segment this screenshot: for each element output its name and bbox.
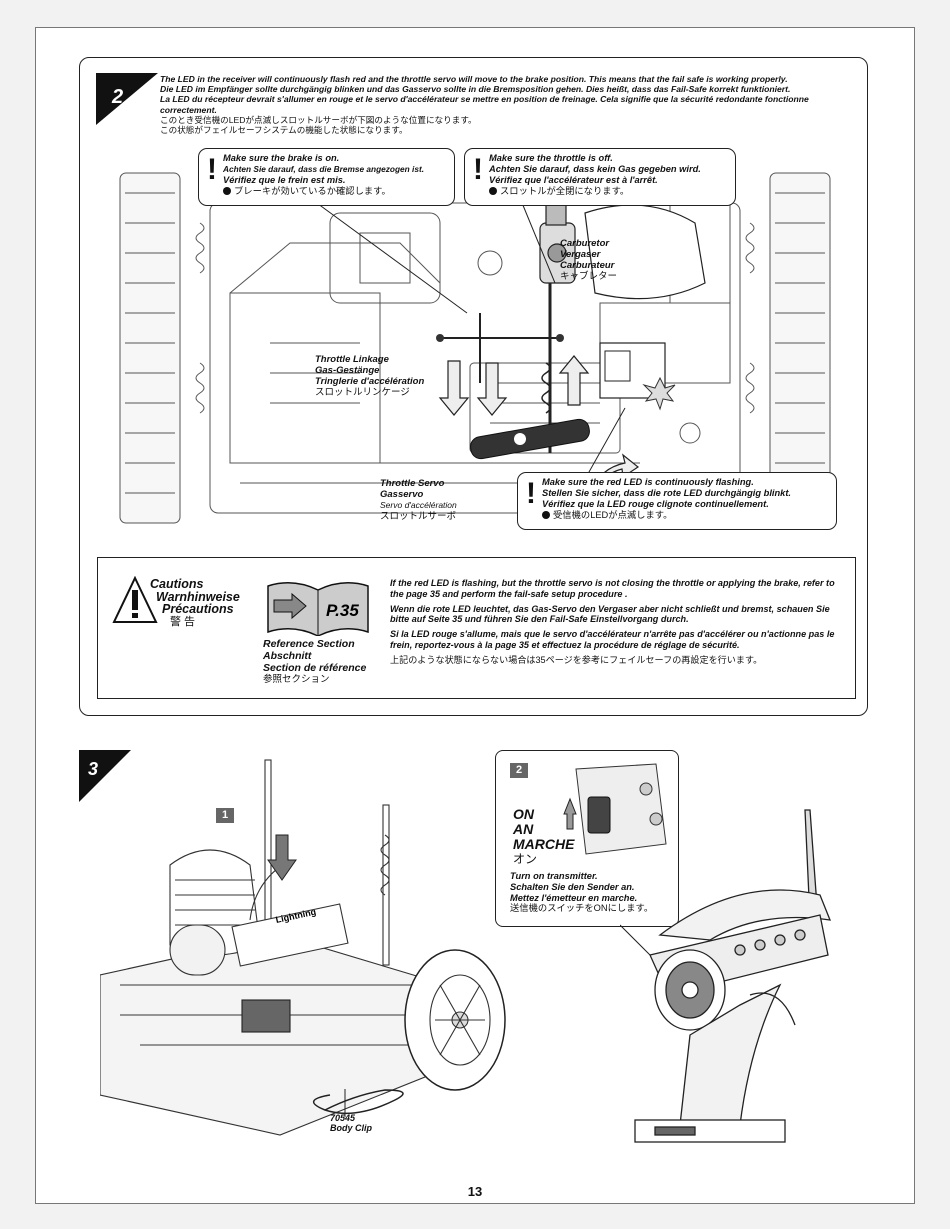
intro-en: The LED in the receiver will continuousl… bbox=[160, 74, 788, 84]
step-2-panel: 2 The LED in the receiver will continuou… bbox=[79, 57, 868, 716]
brake-en: Make sure the brake is on. bbox=[223, 153, 340, 163]
warning-exclamation-icon: ! bbox=[207, 153, 217, 186]
warning-triangle-icon bbox=[112, 576, 158, 623]
substep-1-badge: 1 bbox=[216, 808, 234, 823]
bullet-dot-icon bbox=[489, 187, 497, 195]
clip-name: Body Clip bbox=[330, 1123, 372, 1133]
caution-title: Cautions Warnhinweise Précautions 警 告 bbox=[150, 577, 240, 628]
callout-led: ! Make sure the red LED is continuously … bbox=[517, 472, 837, 530]
throttle-en: Make sure the throttle is off. bbox=[489, 153, 613, 163]
chassis-drawing bbox=[119, 172, 831, 524]
warning-exclamation-icon: ! bbox=[526, 477, 536, 510]
led-en: Make sure the red LED is continuously fl… bbox=[542, 477, 754, 487]
carburetor-label: Carburetor Vergaser Carburateur キャブレター bbox=[560, 238, 618, 282]
substep-2-inset: 2 ON AN MARCHE オン Turn on transmitter. S… bbox=[495, 750, 679, 927]
transmitter-drawing bbox=[620, 809, 832, 1143]
led-jp: 受信機のLEDが点滅します。 bbox=[553, 510, 673, 520]
on-switch-label: ON AN MARCHE オン bbox=[513, 806, 575, 867]
throttle-servo-label: Throttle Servo Gasservo Servo d'accéléra… bbox=[380, 478, 457, 522]
led-de: Stellen Sie sicher, dass die rote LED du… bbox=[542, 488, 792, 498]
car-drawing: Lightning bbox=[100, 759, 506, 1136]
brake-fr: Vérifiez que le frein est mis. bbox=[223, 175, 346, 185]
warning-exclamation-icon: ! bbox=[473, 153, 483, 186]
throttle-linkage-label: Throttle Linkage Gas-Gestänge Tringlerie… bbox=[315, 354, 425, 398]
step-2-number: 2 bbox=[111, 86, 123, 108]
intro-fr: La LED du récepteur devrait s'allumer en… bbox=[160, 94, 809, 115]
callout-brake: ! Make sure the brake is on. Achten Sie … bbox=[198, 148, 455, 206]
ref-page: P.35 bbox=[326, 601, 359, 620]
caution-box: Cautions Warnhinweise Précautions 警 告 P.… bbox=[97, 557, 856, 699]
page-number: 13 bbox=[467, 1184, 483, 1199]
transmitter-switch-closeup bbox=[563, 763, 667, 855]
reference-book-icon: P.35 bbox=[267, 582, 369, 636]
throttle-jp: スロットルが全閉になります。 bbox=[500, 186, 630, 196]
step-3-badge: 3 bbox=[79, 750, 131, 802]
reference-section: Reference Section Abschnitt Section de r… bbox=[263, 638, 367, 685]
callout-throttle: ! Make sure the throttle is off. Achten … bbox=[464, 148, 736, 206]
step-3-number: 3 bbox=[88, 759, 98, 779]
bullet-dot-icon bbox=[542, 511, 550, 519]
body-clip-label: 70545 Body Clip bbox=[330, 1113, 372, 1133]
substep-2-badge: 2 bbox=[510, 763, 528, 778]
brake-jp: ブレーキが効いているか確認します。 bbox=[234, 186, 391, 196]
step-2-badge: 2 bbox=[96, 73, 158, 125]
led-fr: Vérifiez que la LED rouge clignote conti… bbox=[542, 499, 769, 509]
intro-jp2: この状態がフェイルセーフシステムの機能した状態になります。 bbox=[160, 125, 408, 136]
throttle-de: Achten Sie darauf, dass kein Gas gegeben… bbox=[489, 164, 701, 174]
turn-on-text: Turn on transmitter. Schalten Sie den Se… bbox=[510, 871, 654, 914]
step-2-intro: The LED in the receiver will continuousl… bbox=[160, 74, 860, 135]
intro-jp1: このとき受信機のLEDが点滅しスロットルサーボが下図のような位置になります。 bbox=[160, 114, 477, 125]
throttle-fr: Vérifiez que l'accélérateur est à l'arrê… bbox=[489, 175, 658, 185]
brake-de: Achten Sie darauf, dass die Bremse angez… bbox=[223, 164, 425, 174]
bullet-dot-icon bbox=[223, 187, 231, 195]
caution-text: If the red LED is flashing, but the thro… bbox=[390, 578, 835, 665]
clip-part-number: 70545 bbox=[330, 1113, 356, 1123]
intro-de: Die LED im Empfänger sollte durchgängig … bbox=[160, 84, 791, 95]
